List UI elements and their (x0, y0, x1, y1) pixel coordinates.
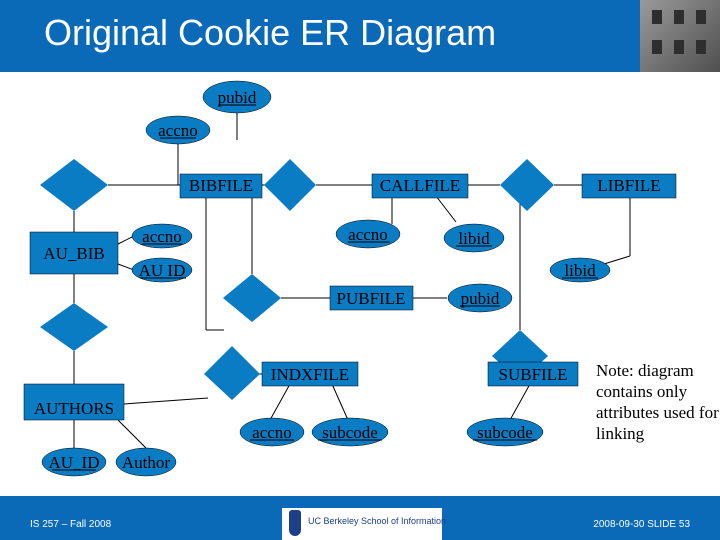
footer-slide-number: 2008-09-30 SLIDE 53 (593, 519, 690, 530)
attribute-ellipse (335, 219, 401, 249)
entity-bibfile: BIBFILE (189, 176, 253, 195)
attribute-ellipse (115, 447, 177, 477)
relationship-diamond (40, 159, 108, 211)
school-logo-text: UC Berkeley School of Information (308, 516, 447, 526)
relationship-diamond (500, 159, 554, 211)
attr-accno-indx: accno (252, 423, 292, 442)
entity-au-bib: AU_BIB (43, 244, 104, 263)
entity-pubfile: PUBFILE (337, 289, 406, 308)
attribute-ellipse (131, 223, 193, 249)
entity-indxfile: INDXFILE (271, 365, 349, 384)
attribute-ellipse (131, 257, 193, 283)
entity-box (371, 173, 469, 199)
attr-auid-authors: AU_ID (49, 453, 100, 472)
attr-pubid-pubfile: pubid (461, 289, 500, 308)
relationship-diamond (223, 274, 281, 322)
entity-box (29, 231, 119, 275)
attribute-ellipse (466, 417, 544, 447)
entity-box (329, 285, 414, 311)
slide-title: Original Cookie ER Diagram (44, 12, 497, 53)
entity-subfile: SUBFILE (499, 365, 568, 384)
entity-box (261, 361, 359, 387)
entity-box (487, 361, 579, 387)
attribute-ellipse (443, 223, 505, 253)
note-text: Note: diagram contains only attributes u… (596, 361, 719, 443)
entity-box (179, 173, 263, 199)
relationship-diamond (264, 159, 316, 211)
attribute-ellipse (239, 417, 305, 447)
attribute-ellipse (549, 257, 611, 283)
entity-callfile: CALLFILE (380, 176, 460, 195)
attr-libid-libfile: libid (564, 261, 596, 280)
shield-icon (289, 510, 301, 536)
attr-libid-callfile: libid (458, 229, 490, 248)
attr-accno-top: accno (158, 121, 198, 140)
building-photo (640, 0, 720, 72)
attribute-ellipse (145, 115, 211, 145)
attr-accno-aubib: accno (142, 227, 182, 246)
attr-subcode-subfile: subcode (477, 423, 533, 442)
attr-auid-aubib: AU ID (139, 261, 186, 280)
attr-pubid-top: pubid (218, 88, 257, 107)
attr-author-authors: Author (122, 453, 171, 472)
footer-course: IS 257 – Fall 2008 (30, 519, 112, 530)
logo-area (282, 508, 442, 540)
relationship-diamond (40, 303, 108, 351)
attribute-ellipse (41, 447, 107, 477)
entity-libfile: LIBFILE (597, 176, 660, 195)
attribute-ellipse (311, 417, 389, 447)
title-bar: Original Cookie ER Diagram (0, 0, 720, 72)
attr-accno-callfile: accno (348, 225, 388, 244)
entity-box (23, 383, 125, 421)
entity-box (581, 173, 677, 199)
relationship-diamond (204, 346, 260, 400)
attribute-ellipse (447, 283, 513, 313)
entity-authors: AUTHORS (34, 399, 114, 418)
attr-subcode-indx: subcode (322, 423, 378, 442)
